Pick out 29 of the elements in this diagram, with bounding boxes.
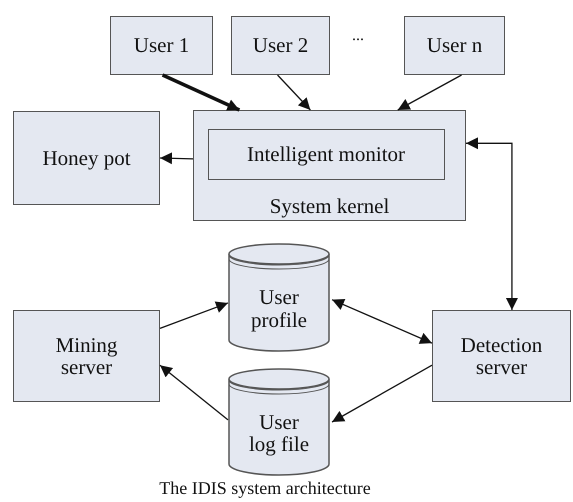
process-box	[231, 16, 330, 75]
arrow	[397, 74, 462, 111]
node-label: Intelligent monitor	[246, 142, 406, 166]
process-box	[13, 111, 160, 205]
arrow	[160, 364, 228, 420]
process-box	[404, 16, 505, 75]
arrow	[332, 364, 432, 423]
node-label: Honey pot	[42, 146, 131, 170]
arrow	[162, 73, 240, 112]
node-label: User n	[426, 34, 482, 57]
node-label: User 1	[134, 34, 190, 57]
node-label: User log file	[248, 410, 310, 456]
node-label: Detection server	[460, 334, 544, 378]
ellipsis-label: ...	[352, 28, 364, 45]
node-label: User 2	[252, 34, 308, 57]
node-label: Mining server	[54, 334, 118, 378]
arrow	[466, 137, 518, 310]
process-box	[13, 310, 160, 402]
process-box	[432, 310, 571, 402]
arrow	[160, 152, 194, 164]
process-box	[208, 128, 444, 180]
node-title: System kernel	[270, 194, 390, 217]
arrow	[277, 74, 311, 110]
container-box	[193, 110, 466, 221]
caption: The IDIS system architecture	[158, 479, 372, 498]
arrow	[332, 298, 432, 344]
process-box	[110, 16, 213, 75]
arrow	[160, 302, 228, 329]
node-label: User profile	[250, 286, 308, 331]
